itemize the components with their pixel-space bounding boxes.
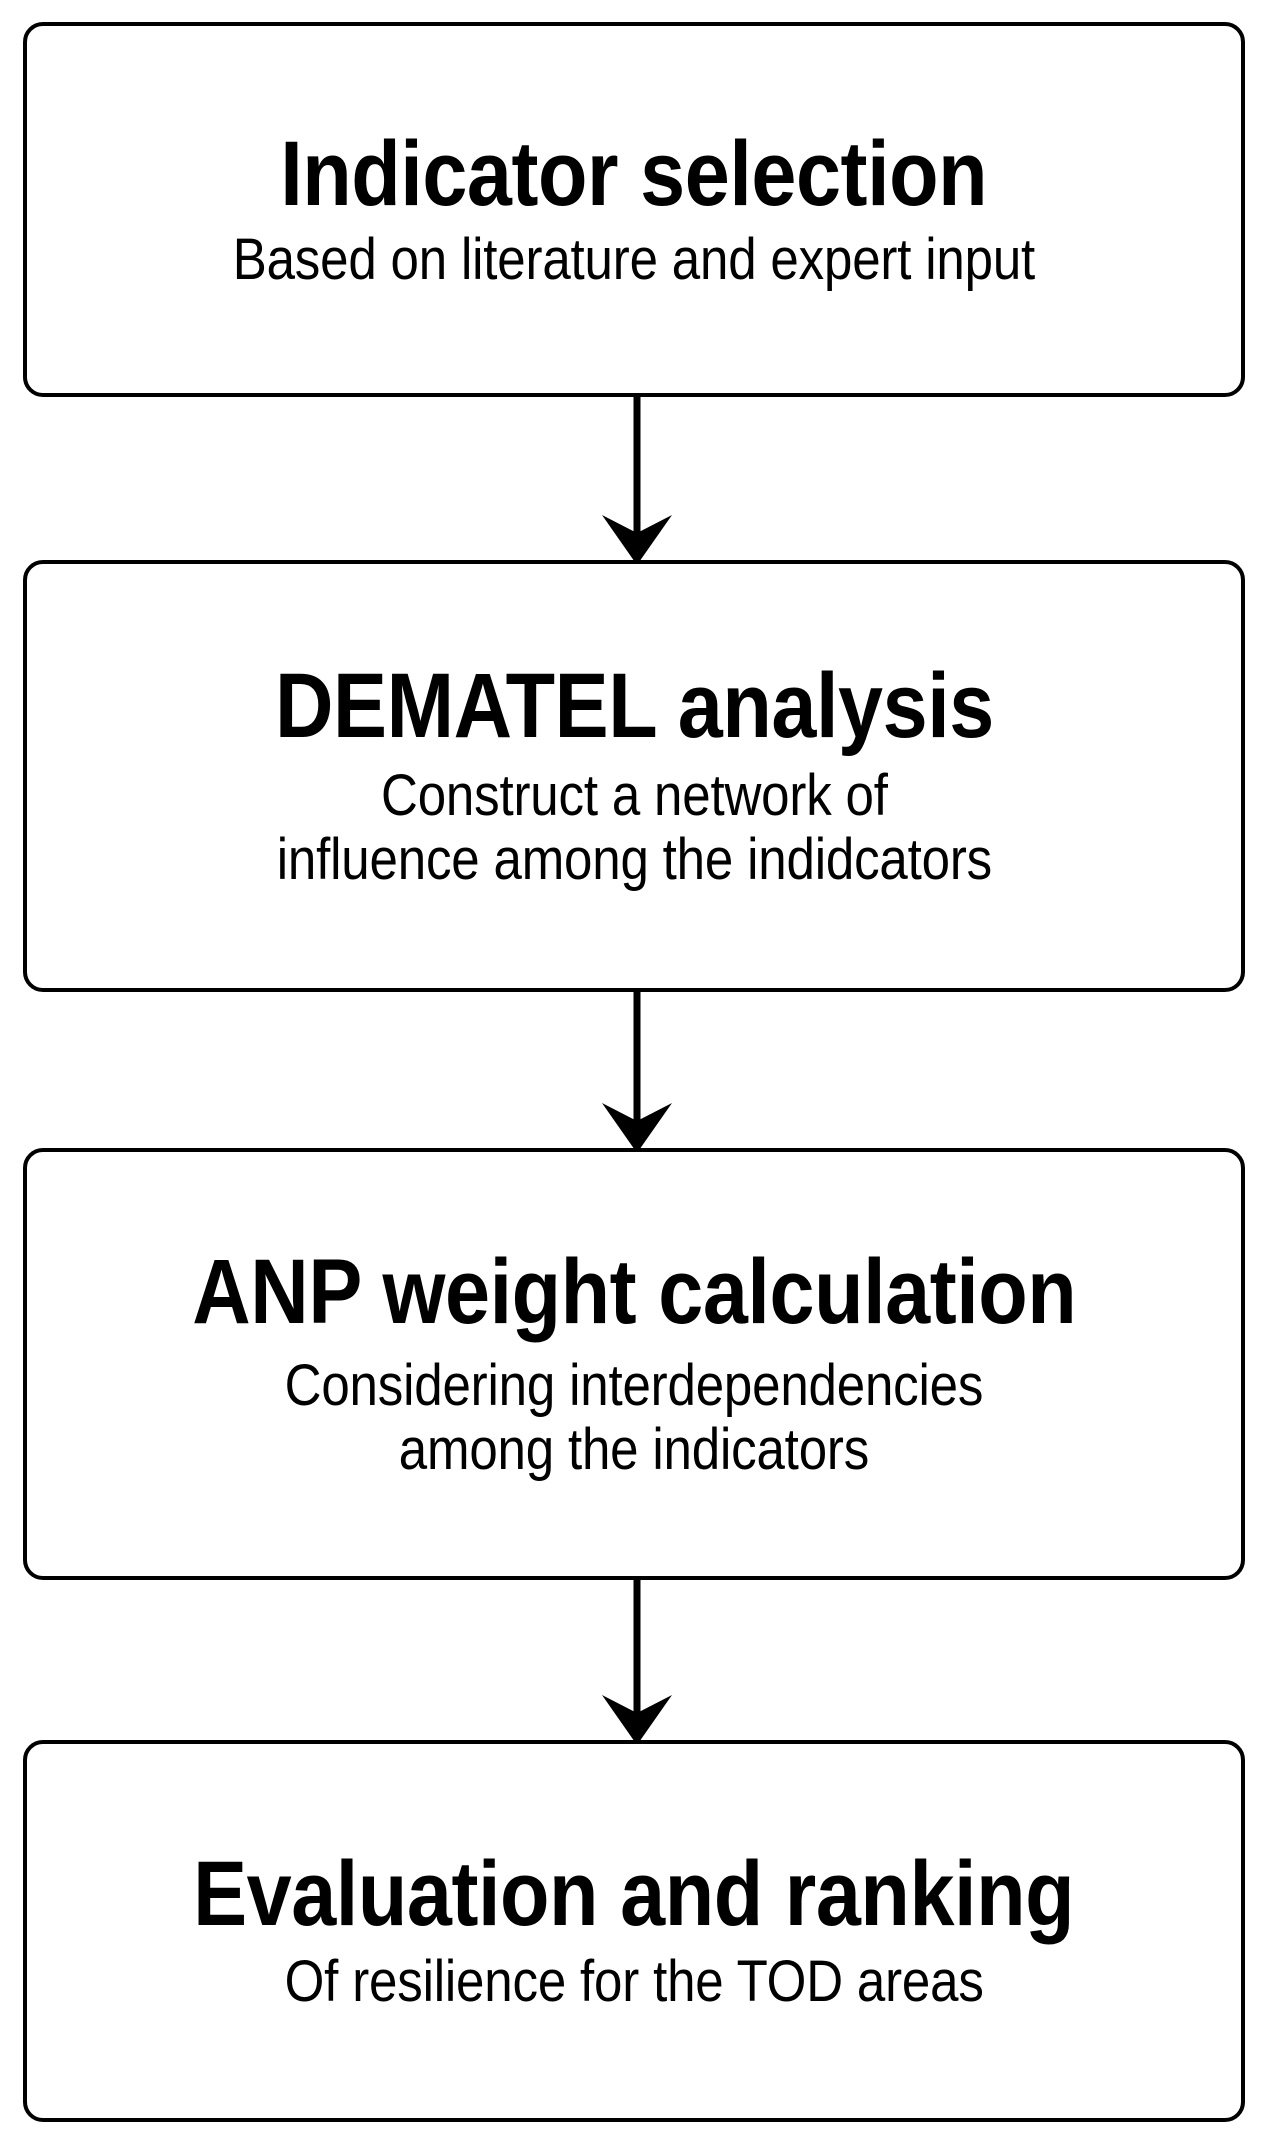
flow-node-dematel-analysis[interactable]: DEMATEL analysis Construct a network of … xyxy=(23,560,1245,992)
flow-connector-2 xyxy=(0,988,1266,1153)
flow-node-subtitle: Based on literature and expert input xyxy=(232,226,1036,292)
down-arrow-icon xyxy=(602,988,672,1153)
flow-connector-3 xyxy=(0,1576,1266,1745)
down-arrow-icon xyxy=(602,393,672,565)
flow-node-subtitle: Considering interdependencies among the … xyxy=(284,1353,984,1482)
flow-node-anp-weight-calculation[interactable]: ANP weight calculation Considering inter… xyxy=(23,1148,1245,1580)
down-arrow-icon xyxy=(602,1576,672,1745)
flow-node-title: Evaluation and ranking xyxy=(193,1843,1075,1946)
flow-node-evaluation-and-ranking[interactable]: Evaluation and ranking Of resilience for… xyxy=(23,1740,1245,2122)
flow-node-title: ANP weight calculation xyxy=(191,1241,1077,1344)
flow-node-subtitle: Construct a network of influence among t… xyxy=(276,763,992,892)
flow-node-title: Indicator selection xyxy=(280,122,988,225)
flow-node-indicator-selection[interactable]: Indicator selection Based on literature … xyxy=(23,22,1245,397)
flow-node-title: DEMATEL analysis xyxy=(274,655,994,758)
flow-node-subtitle: Of resilience for the TOD areas xyxy=(284,1949,984,2015)
flow-connector-1 xyxy=(0,393,1266,565)
